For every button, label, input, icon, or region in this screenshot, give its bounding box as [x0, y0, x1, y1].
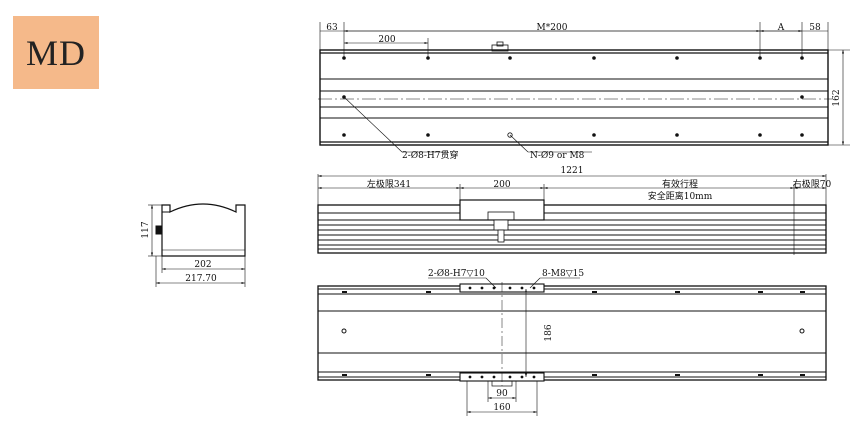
dim-left-limit: 左极限341 — [367, 178, 411, 190]
dim-right-limit: 右极限70 — [793, 178, 832, 190]
callout-through-holes: 2-Ø8-H7贯穿 — [402, 149, 459, 161]
dim-right-offset: 58 — [809, 23, 821, 33]
top-view-holes — [342, 56, 804, 137]
dim-bottom-width: 186 — [544, 324, 554, 341]
model-badge-label: MD — [25, 32, 86, 73]
thread-hole-icon — [507, 132, 513, 138]
dim-section-width: 202 — [194, 260, 211, 270]
dim-inner-spacing: 90 — [496, 389, 508, 399]
dim-outer-spacing: 160 — [493, 403, 510, 413]
callout-carriage-threads: 8-M8▽15 — [542, 269, 584, 279]
dim-hole-pitch: 200 — [378, 35, 395, 45]
top-view — [318, 22, 850, 153]
dim-left-offset: 63 — [326, 23, 338, 33]
dim-effective-stroke: 有效行程 — [662, 178, 698, 190]
section-view — [148, 203, 246, 287]
bottom-view-rail-holes — [342, 286, 805, 379]
side-view — [317, 174, 827, 255]
bottom-view — [317, 277, 827, 416]
dim-a: A — [777, 23, 785, 33]
dim-total-pitch: M*200 — [537, 23, 568, 33]
dim-section-height: 117 — [141, 221, 151, 238]
dim-safety-distance: 安全距离10mm — [648, 190, 713, 202]
dim-carriage-length: 200 — [493, 180, 510, 190]
callout-dowel-pins: 2-Ø8-H7▽10 — [428, 268, 485, 279]
dim-top-height: 162 — [832, 89, 842, 106]
dim-overall-length: 1221 — [561, 166, 584, 176]
dim-section-overall: 217.70 — [185, 274, 217, 284]
model-badge: MD — [13, 16, 99, 89]
callout-mount-threads: N-Ø9 or M8 — [530, 150, 585, 161]
